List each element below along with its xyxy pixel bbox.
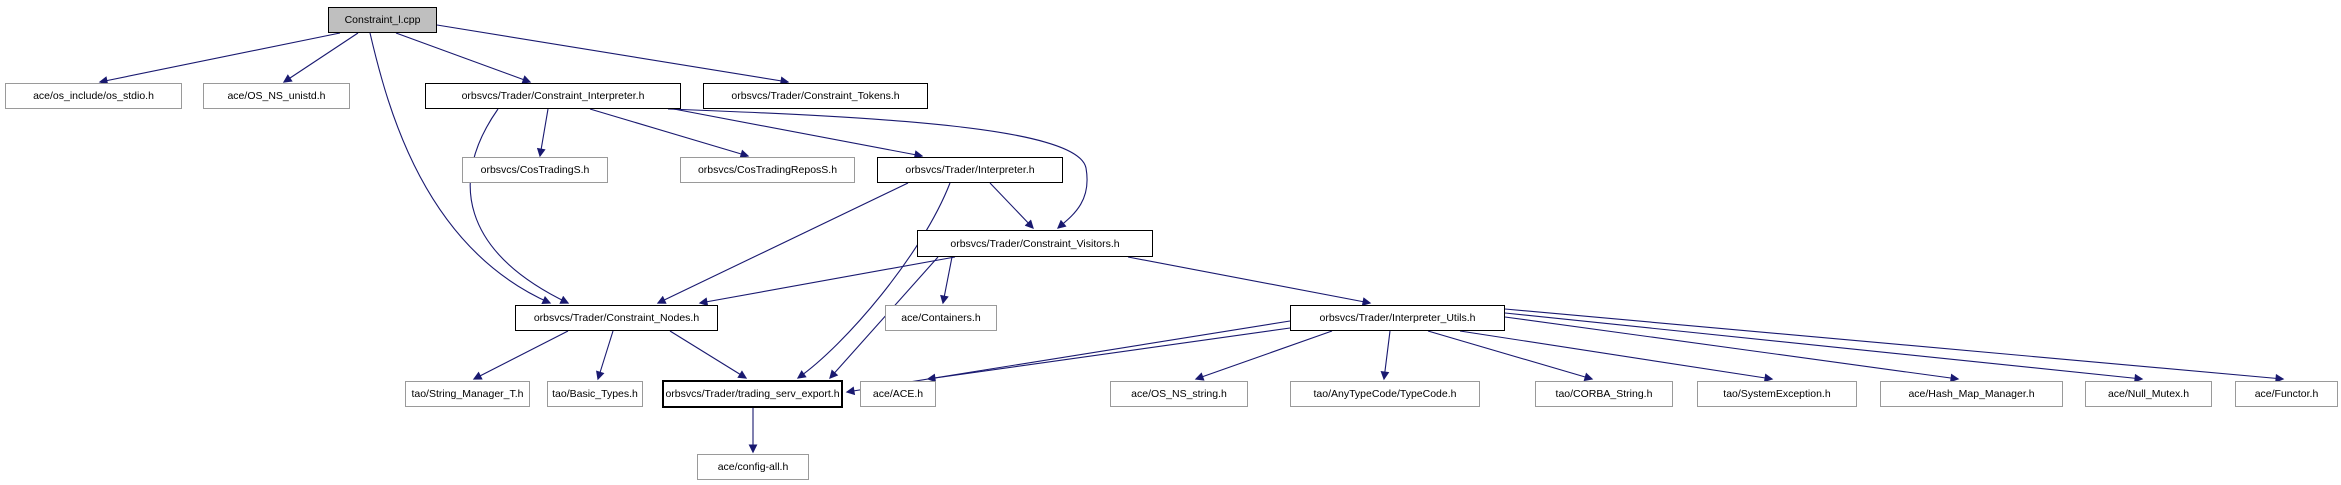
edge-constraint_visitors-to-trading_serv_export (829, 256, 939, 379)
edge-interpreter-to-trading_serv_export (796, 182, 951, 379)
edge-constraint_interpreter-to-interpreter (657, 105, 924, 159)
node-os_ns_unistd: ace/OS_NS_unistd.h (203, 83, 350, 109)
node-string_manager: tao/String_Manager_T.h (405, 381, 530, 407)
node-basic_types: tao/Basic_Types.h (547, 381, 643, 407)
node-os_stdio: ace/os_include/os_stdio.h (5, 83, 182, 109)
edge-cpp-to-os_stdio (98, 32, 341, 85)
edge-interpreter_utils-to-hash_map_manager (1504, 316, 1960, 383)
node-containers: ace/Containers.h (885, 305, 997, 331)
node-constraint_nodes[interactable]: orbsvcs/Trader/Constraint_Nodes.h (515, 305, 718, 331)
edge-constraint_visitors-to-interpreter_utils (1127, 256, 1372, 306)
edge-interpreter_utils-to-trading_serv_export (845, 320, 1291, 396)
edge-constraint_visitors-to-containers (940, 256, 953, 305)
node-os_ns_string: ace/OS_NS_string.h (1110, 381, 1248, 407)
node-cos_trading_repos_s: orbsvcs/CosTradingReposS.h (680, 157, 855, 183)
edge-constraint_interpreter-to-constraint_nodes (469, 108, 570, 304)
edge-constraint_interpreter-to-cos_trading_s (536, 108, 549, 158)
node-constraint_interpreter[interactable]: orbsvcs/Trader/Constraint_Interpreter.h (425, 83, 681, 109)
edge-constraint_nodes-to-trading_serv_export (669, 330, 748, 379)
edge-constraint_nodes-to-string_manager (472, 330, 569, 380)
edge-constraint_interpreter-to-constraint_visitors (667, 108, 1088, 229)
edge-interpreter_utils-to-os_ns_string (1194, 330, 1333, 381)
edge-interpreter_utils-to-system_exception (1459, 330, 1774, 383)
node-trading_serv_export[interactable]: orbsvcs/Trader/trading_serv_export.h (662, 380, 843, 408)
edge-cpp-to-os_ns_unistd (282, 32, 359, 83)
edge-interpreter_utils-to-null_mutex (1504, 312, 2144, 383)
edge-constraint_interpreter-to-cos_trading_repos_s (589, 108, 750, 159)
node-constraint_tokens[interactable]: orbsvcs/Trader/Constraint_Tokens.h (703, 83, 928, 109)
edge-constraint_nodes-to-basic_types (596, 330, 614, 381)
edge-interpreter_utils-to-functor (1504, 308, 2285, 383)
node-system_exception: tao/SystemException.h (1697, 381, 1857, 407)
node-functor: ace/Functor.h (2235, 381, 2338, 407)
node-interpreter[interactable]: orbsvcs/Trader/Interpreter.h (877, 157, 1063, 183)
node-config_all: ace/config-all.h (697, 454, 809, 480)
edge-interpreter-to-constraint_nodes (656, 182, 909, 304)
edge-cpp-to-constraint_nodes (369, 32, 552, 305)
edge-interpreter_utils-to-typecode (1380, 330, 1391, 381)
edge-cpp-to-constraint_interpreter (395, 32, 532, 84)
node-interpreter_utils[interactable]: orbsvcs/Trader/Interpreter_Utils.h (1290, 305, 1505, 331)
node-cpp: Constraint_l.cpp (328, 7, 437, 33)
edge-interpreter_utils-to-ace (926, 327, 1291, 383)
node-ace: ace/ACE.h (860, 381, 936, 407)
node-typecode: tao/AnyTypeCode/TypeCode.h (1290, 381, 1480, 407)
edge-interpreter-to-constraint_visitors (989, 182, 1034, 229)
node-hash_map_manager: ace/Hash_Map_Manager.h (1880, 381, 2063, 407)
node-cos_trading_s: orbsvcs/CosTradingS.h (462, 157, 608, 183)
edge-interpreter_utils-to-corba_string (1427, 330, 1594, 382)
node-null_mutex: ace/Null_Mutex.h (2085, 381, 2212, 407)
edge-cpp-to-constraint_tokens (436, 24, 790, 86)
node-constraint_visitors[interactable]: orbsvcs/Trader/Constraint_Visitors.h (917, 230, 1153, 257)
node-corba_string: tao/CORBA_String.h (1535, 381, 1673, 407)
edge-constraint_visitors-to-constraint_nodes (698, 256, 956, 307)
